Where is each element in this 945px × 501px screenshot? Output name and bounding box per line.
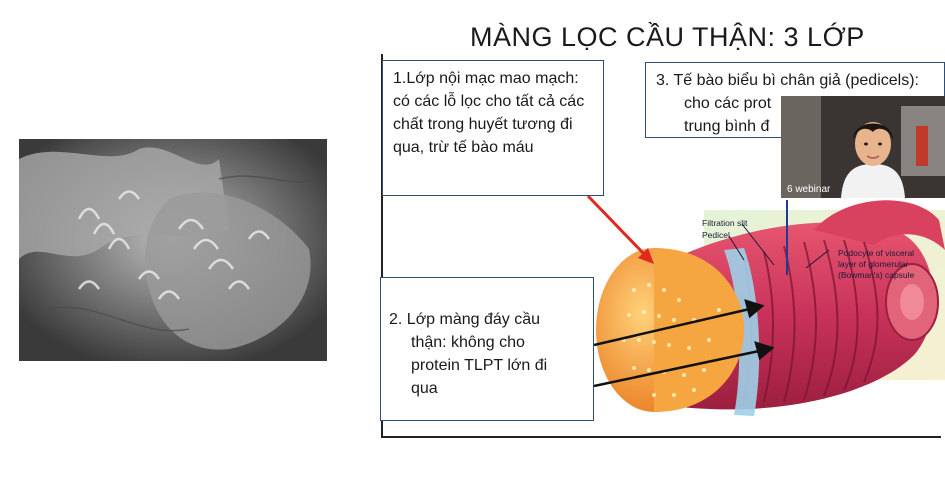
layer-3-line-3: trung bình đ: [684, 118, 770, 135]
slide-left-border: [381, 54, 383, 438]
layer-2-textbox: 2. Lớp màng đáy cầu thận: không cho prot…: [380, 277, 594, 421]
layer-1-line-3: chất trong huyết tương đi: [393, 116, 573, 133]
webcam-video-tile[interactable]: [781, 96, 945, 198]
label-podocyte-1: Podocyte of visceral: [838, 248, 915, 258]
layer-1-line-2: có các lỗ lọc cho tất cả các: [393, 93, 585, 110]
label-filtration-slit: Filtration slit: [702, 218, 748, 228]
electron-micrograph: [19, 139, 327, 361]
layer-1-line-4: qua, trừ tế bào máu: [393, 139, 534, 156]
label-pedicel: Pedicel: [702, 230, 730, 240]
layer-2-line-4: qua: [411, 380, 438, 397]
label-podocyte-3: (Bowman's) capsule: [838, 270, 915, 280]
layer-2-line-1: 2. Lớp màng đáy cầu: [389, 311, 541, 328]
layer-1-line-1: 1.Lớp nội mạc mao mạch:: [393, 70, 579, 87]
layer-3-line-1: 3. Tế bào biểu bì chân giả (pedicels):: [656, 72, 919, 89]
layer-2-line-2: thận: không cho: [411, 334, 525, 351]
webcam-participant-name: 6 webinar: [787, 184, 831, 195]
slide-title: MÀNG LỌC CẦU THẬN: 3 LỚP: [470, 22, 865, 52]
label-podocyte-2: layer of glomerular: [838, 259, 909, 269]
layer-2-line-3: protein TLPT lớn đi: [411, 357, 548, 374]
layer-3-line-2: cho các prot: [684, 95, 772, 112]
slide-bottom-border: [381, 436, 941, 438]
glomerular-membrane-diagram: Filtration slit Pedicel Podocyte of visc…: [593, 190, 945, 436]
layer-1-textbox: 1.Lớp nội mạc mao mạch: có các lỗ lọc ch…: [382, 60, 604, 196]
red-arrow: [586, 194, 654, 264]
